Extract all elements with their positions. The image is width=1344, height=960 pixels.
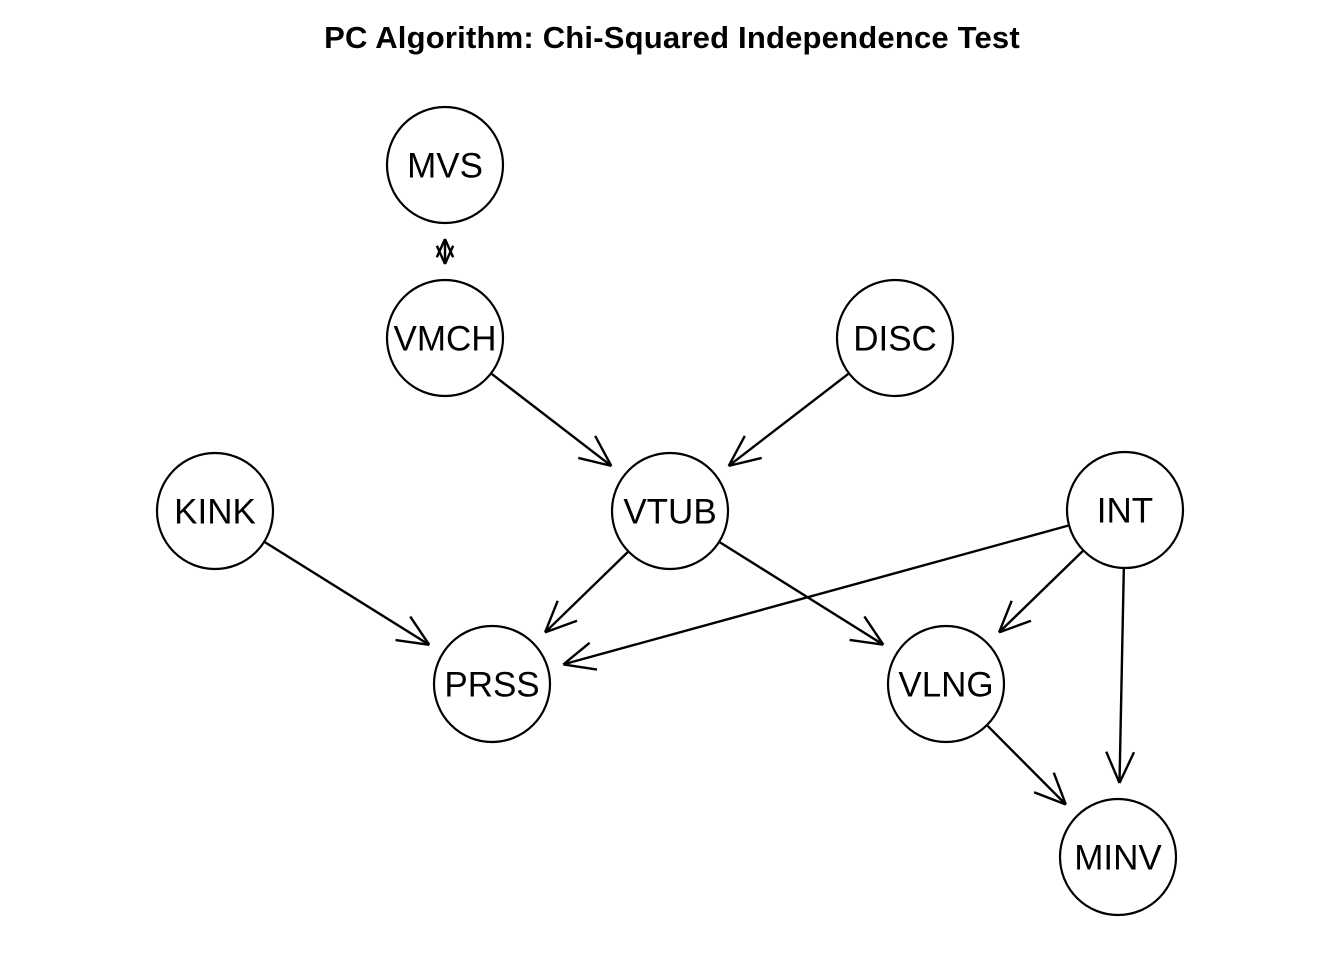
node-circle-kink[interactable] xyxy=(155,451,275,571)
node-kink[interactable]: KINK xyxy=(155,451,275,571)
node-disc[interactable]: DISC xyxy=(835,278,955,398)
page-title: PC Algorithm: Chi-Squared Independence T… xyxy=(324,20,1020,55)
node-vtub[interactable]: VTUB xyxy=(610,451,730,571)
node-prss[interactable]: PRSS xyxy=(432,624,552,744)
node-label-mvs: MVS xyxy=(407,147,483,186)
node-label-vmch: VMCH xyxy=(393,320,496,359)
edge-int-to-vlng xyxy=(997,550,1084,634)
node-layer: MVS VMCH DISC KINK VTUB INT PRSS VLNG MINV xyxy=(155,105,1185,917)
node-label-kink: KINK xyxy=(174,493,256,532)
edge-vlng-to-minv xyxy=(986,724,1067,806)
edge-vtub-to-prss xyxy=(543,551,629,634)
node-vlng[interactable]: VLNG xyxy=(886,624,1006,744)
edge-int-to-prss xyxy=(562,524,1069,671)
edge-disc-to-vtub xyxy=(727,373,849,468)
edge-vtub-to-vlng xyxy=(719,541,885,646)
node-vmch[interactable]: VMCH xyxy=(385,278,505,398)
node-label-vtub: VTUB xyxy=(623,493,716,532)
edge-vmch-to-vtub xyxy=(491,373,613,468)
edge-layer xyxy=(264,238,1136,806)
node-circle-vtub[interactable] xyxy=(610,451,730,571)
node-minv[interactable]: MINV xyxy=(1058,797,1178,917)
edge-kink-to-prss xyxy=(264,541,431,646)
edge-int-to-minv xyxy=(1105,568,1136,784)
edge-mvs-to-vmch xyxy=(435,238,455,265)
node-circle-vlng[interactable] xyxy=(886,624,1006,744)
node-circle-prss[interactable] xyxy=(432,624,552,744)
node-circle-disc[interactable] xyxy=(835,278,955,398)
node-circle-mvs[interactable] xyxy=(385,105,505,225)
node-label-disc: DISC xyxy=(853,320,937,359)
node-mvs[interactable]: MVS xyxy=(385,105,505,225)
node-label-int: INT xyxy=(1097,492,1153,531)
node-circle-int[interactable] xyxy=(1065,450,1185,570)
node-circle-minv[interactable] xyxy=(1058,797,1178,917)
node-int[interactable]: INT xyxy=(1065,450,1185,570)
node-label-minv: MINV xyxy=(1074,839,1162,878)
node-label-vlng: VLNG xyxy=(898,666,993,705)
node-label-prss: PRSS xyxy=(444,666,539,705)
node-circle-vmch[interactable] xyxy=(385,278,505,398)
